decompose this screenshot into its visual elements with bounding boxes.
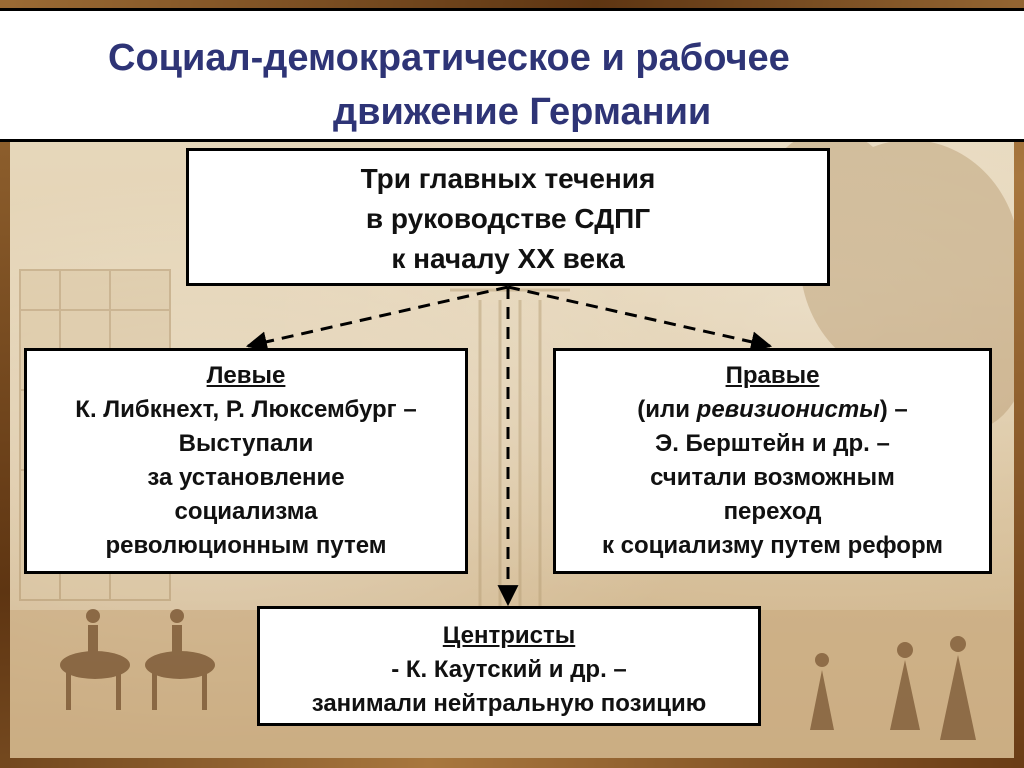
colonnade bbox=[450, 288, 570, 610]
right-faction-line-1: (или ревизионисты) – bbox=[556, 393, 989, 427]
left-faction-line-4: социализма bbox=[174, 498, 318, 525]
main-topic-box: Три главных течения в руководстве СДПГ к… bbox=[186, 148, 830, 286]
left-faction-line-5: революционным путем bbox=[105, 532, 387, 559]
right-faction-line-3: считали возможным bbox=[650, 464, 895, 491]
centrist-faction-line-1: - К. Каутский и др. – bbox=[391, 656, 627, 683]
main-topic-line-1: Три главных течения bbox=[360, 163, 656, 194]
right-faction-box: Правые (или ревизионисты) – Э. Берштейн … bbox=[553, 348, 992, 574]
left-faction-line-3: за установление bbox=[147, 464, 345, 491]
left-faction-line-2: Выступали bbox=[178, 430, 314, 457]
centrist-faction-line-2: занимали нейтральную позицию bbox=[311, 690, 707, 717]
main-topic-line-3: к началу XX века bbox=[391, 243, 625, 274]
revisionists-term: ревизионисты bbox=[696, 396, 880, 423]
title-banner: Социал-демократическое и рабочее движени… bbox=[0, 8, 1024, 142]
right-faction-heading: Правые bbox=[725, 362, 820, 389]
right-faction-line-1-suffix: ) – bbox=[879, 396, 908, 423]
left-faction-line-1: К. Либкнехт, Р. Люксембург – bbox=[75, 396, 417, 423]
centrist-faction-heading: Центристы bbox=[442, 622, 576, 649]
centrist-faction-box: Центристы - К. Каутский и др. – занимали… bbox=[257, 606, 761, 726]
slide-title-line-2: движение Германии bbox=[333, 91, 712, 133]
right-faction-line-4: переход bbox=[723, 498, 822, 525]
right-faction-line-5: к социализму путем реформ bbox=[601, 532, 944, 559]
right-faction-line-2: Э. Берштейн и др. – bbox=[655, 430, 890, 457]
main-topic-line-2: в руководстве СДПГ bbox=[365, 203, 651, 234]
left-faction-box: Левые К. Либкнехт, Р. Люксембург – Высту… bbox=[24, 348, 468, 574]
left-faction-heading: Левые bbox=[206, 362, 286, 389]
right-faction-line-1-prefix: (или bbox=[637, 396, 697, 423]
slide-title-line-1: Социал-демократическое и рабочее bbox=[108, 37, 790, 79]
